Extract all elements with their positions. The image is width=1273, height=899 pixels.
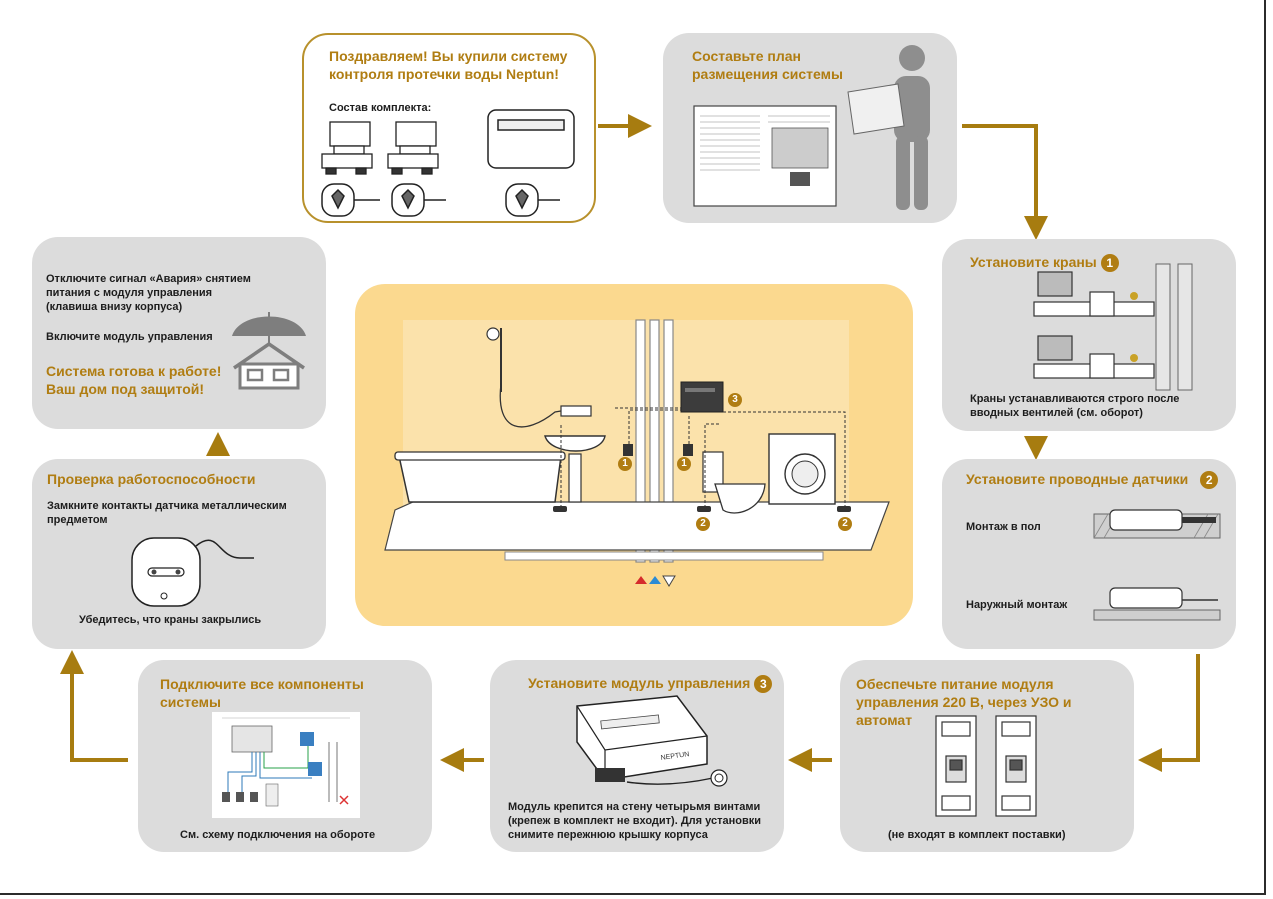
scene-badge-valve-1: 1 — [618, 457, 632, 471]
sensor-mount-illustration — [1093, 509, 1221, 621]
step-valves-note: Краны устанавливаются строго после вводн… — [970, 393, 1180, 419]
person-icon — [894, 45, 930, 210]
arrow-7-8 — [60, 650, 128, 762]
scene-badge-sensor-1: 2 — [696, 517, 710, 531]
step-plan-title: Составьте план размещения системы — [692, 48, 843, 82]
plan-document-illustration — [693, 45, 930, 210]
step-module-note: Модуль крепится на стену четырьмя винтам… — [508, 801, 761, 841]
step-final-power-on: Включите модуль управления — [46, 331, 213, 343]
house-umbrella-icon — [232, 312, 306, 390]
floor-mount-label: Монтаж в пол — [966, 521, 1041, 533]
arrow-4-5 — [1138, 654, 1200, 772]
step-check-confirm: Убедитесь, что краны закрылись — [79, 614, 262, 626]
step-module-badge: 3 — [754, 675, 773, 694]
valves-illustration — [1033, 263, 1193, 391]
step-sensors-title-text: Установите проводные датчики — [966, 471, 1189, 487]
control-module-illustration: NEPTUN — [576, 695, 728, 787]
step-power-card — [840, 660, 1134, 852]
step-valves-badge: 1 — [1100, 254, 1119, 273]
surface-mount-label: Наружный монтаж — [966, 599, 1068, 611]
sensor-check-illustration — [131, 537, 254, 607]
bathroom-scene-illustration — [384, 319, 890, 587]
step-sensors-badge: 2 — [1200, 471, 1219, 490]
arrow-2-3 — [962, 124, 1048, 240]
step-final-ready: Система готова к работе! Ваш дом под защ… — [46, 363, 222, 397]
valve-icon — [387, 121, 439, 175]
step-congrats-title: Поздравляем! Вы купили систему контроля … — [329, 48, 568, 82]
step-check-title: Проверка работоспособности — [47, 471, 256, 487]
step-power-title: Обеспечьте питание модуля управления 220… — [856, 676, 1072, 728]
step-connect-title: Подключите все компоненты системы — [160, 676, 364, 710]
wiring-scheme-thumbnail — [212, 712, 360, 818]
scene-badge-sensor-2: 2 — [838, 517, 852, 531]
scene-badge-module: 3 — [728, 393, 742, 407]
step-valves-title-text: Установите краны — [970, 254, 1097, 270]
valve-icon — [321, 121, 373, 175]
step-module-title-text: Установите модуль управления — [528, 675, 751, 691]
kit-label: Состав комплекта: — [329, 102, 432, 114]
control-module-icon — [487, 109, 575, 169]
step-sensors-title: Установите проводные датчики 2 — [966, 470, 1219, 490]
module-brand: NEPTUN — [660, 751, 689, 762]
step-check-instruction: Замкните контакты датчика металлическим … — [47, 500, 287, 526]
scene-badge-valve-2: 1 — [677, 457, 691, 471]
step-connect-note: См. схему подключения на обороте — [180, 829, 376, 841]
breakers-illustration — [935, 715, 1037, 817]
kit-contents-illustration — [321, 109, 575, 217]
step-final-reset: Отключите сигнал «Авария» снятием питани… — [46, 273, 251, 313]
sensor-icon — [321, 183, 560, 217]
step-power-note: (не входят в комплект поставки) — [888, 829, 1066, 841]
